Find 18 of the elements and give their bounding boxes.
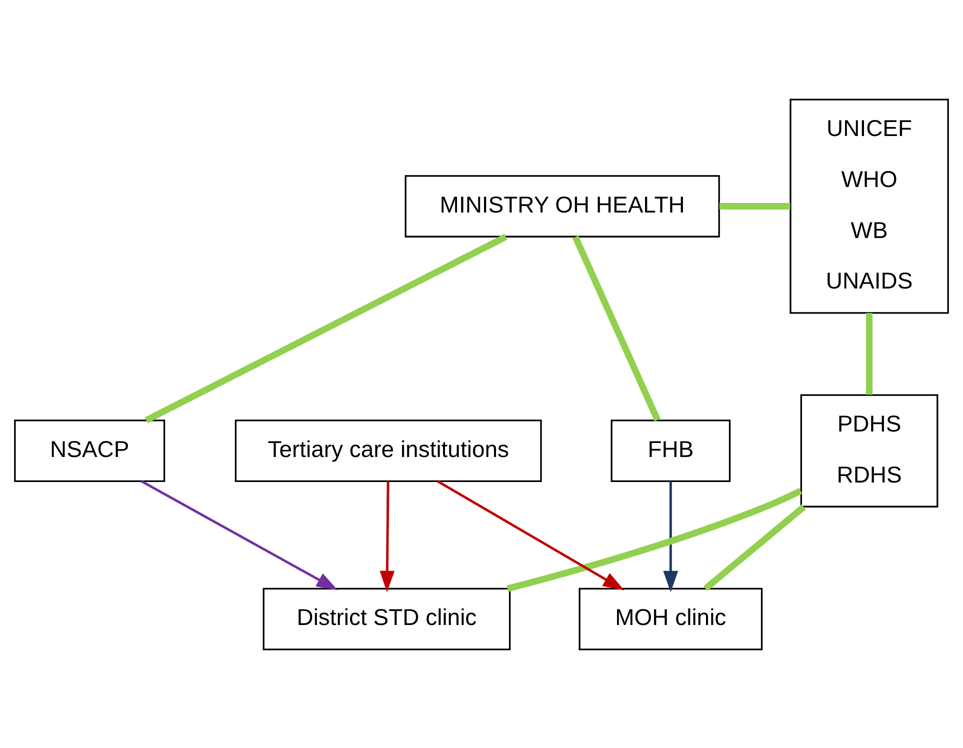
arrow bbox=[380, 480, 395, 592]
connector bbox=[719, 202, 790, 210]
node-box: PDHS RDHS bbox=[800, 394, 938, 507]
node-box: NSACP bbox=[14, 419, 166, 482]
arrow bbox=[663, 480, 678, 592]
arrow bbox=[140, 480, 338, 590]
node-box: MINISTRY OH HEALTH bbox=[404, 174, 720, 237]
connector bbox=[703, 504, 806, 590]
connector bbox=[572, 235, 661, 421]
connector bbox=[144, 233, 508, 423]
connector bbox=[866, 312, 873, 394]
connector bbox=[506, 487, 802, 592]
arrow bbox=[436, 480, 624, 590]
node-box: MOH clinic bbox=[578, 587, 763, 650]
node-box: UNICEF WHO WB UNAIDS bbox=[790, 98, 949, 314]
node-box: Tertiary care institutions bbox=[234, 419, 542, 482]
node-box: District STD clinic bbox=[262, 587, 511, 650]
node-box: FHB bbox=[610, 419, 731, 482]
